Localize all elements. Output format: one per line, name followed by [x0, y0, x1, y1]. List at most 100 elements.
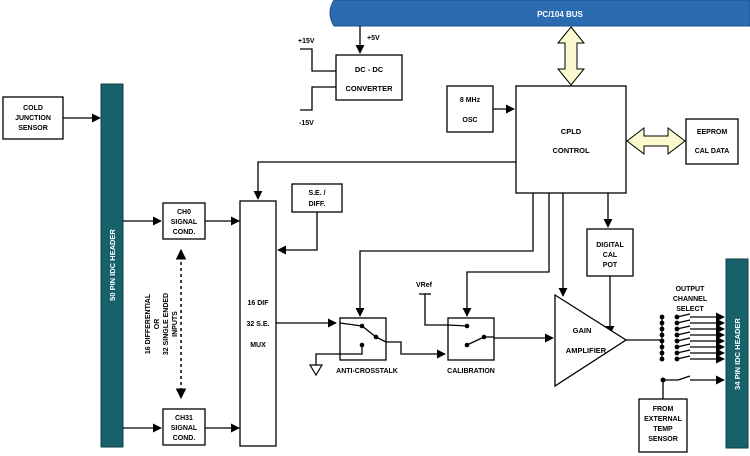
se-diff-line2: DIFF. — [309, 201, 326, 208]
ch31-line1: CH31 — [175, 415, 193, 422]
ocs-line2: CHANNEL — [673, 296, 708, 303]
vref-label: VRef — [416, 282, 433, 289]
cold-junction-sensor: COLD JUNCTION SENSOR — [2, 96, 64, 140]
inputs-line4: INPUTS — [172, 311, 179, 337]
cpld-to-calibration-arrow — [462, 193, 550, 317]
inputs-line3: 32 SINGLE ENDED — [163, 293, 170, 355]
header-50pin: 50 PIN IDC HEADER — [100, 83, 124, 448]
ocs-switch-arm — [676, 313, 691, 318]
ch0-line2: SIGNAL — [171, 219, 198, 226]
ocs-node — [659, 350, 665, 356]
digital-pot-line3: POT — [603, 262, 618, 269]
mux: 16 DIF 32 S.E. MUX — [239, 200, 277, 447]
bus-cpld-bidir-arrow — [556, 26, 586, 86]
cpld-to-mux-arrow — [253, 161, 516, 200]
osc-line1: 8 MHz — [460, 97, 481, 104]
ext-line3: TEMP — [653, 426, 673, 433]
ocs-line3: SELECT — [676, 306, 704, 313]
ocs-switch-matrix — [659, 312, 725, 385]
ch31-line3: COND. — [173, 435, 196, 442]
output-channel-select: OUTPUT CHANNEL SELECT — [659, 286, 725, 385]
cpld-to-anti-crosstalk-arrow — [355, 193, 534, 317]
se-diff-box: S.E. / DIFF. — [291, 183, 343, 213]
cold-junction-line3: SENSOR — [18, 125, 48, 132]
minus15v-label: -15V — [299, 120, 314, 127]
ocs-line1: OUTPUT — [676, 286, 706, 293]
external-sensor-line — [662, 379, 678, 399]
ocs-node — [659, 344, 665, 350]
ocs-switch-arm — [676, 355, 691, 360]
ch0-signal-cond: CH0 SIGNAL COND. — [162, 202, 206, 240]
inputs-description: 16 DIFFERENTIAL OR 32 SINGLE ENDED INPUT… — [145, 293, 179, 355]
calibration-switch: CALIBRATION — [447, 317, 495, 375]
plus5v-label: +5V — [367, 35, 380, 42]
ext-line1: FROM — [653, 406, 674, 413]
inputs-line1: 16 DIFFERENTIAL — [145, 293, 152, 354]
digital-pot-line1: DIGITAL — [596, 242, 624, 249]
anti-crosstalk-label: ANTI-CROSSTALK — [336, 368, 398, 375]
mux-line2: 32 S.E. — [247, 321, 270, 328]
ch0-line3: COND. — [173, 229, 196, 236]
ground-symbol — [308, 364, 324, 377]
digital-cal-pot: DIGITAL CAL POT — [586, 228, 634, 277]
gain-amplifier: GAIN AMPLIFIER — [554, 293, 628, 388]
anti-crosstalk-switch: ANTI-CROSSTALK — [336, 317, 398, 375]
eeprom-box: EEPROM CAL DATA — [685, 118, 739, 165]
dcdc-label-line2: CONVERTER — [345, 84, 393, 93]
cold-junction-line1: COLD — [23, 105, 43, 112]
ocs-switch-arm — [676, 337, 691, 342]
pc104-bus-label: PC/104 BUS — [537, 10, 583, 19]
osc-box: 8 MHz OSC — [446, 85, 494, 133]
plus5v-line: +5V — [355, 26, 380, 54]
dcdc-converter: DC - DC CONVERTER — [335, 54, 403, 101]
cold-junction-line2: JUNCTION — [15, 115, 51, 122]
osc-line2: OSC — [462, 117, 477, 124]
cpld-eeprom-bidir-arrow — [626, 126, 686, 156]
ch31-line2: SIGNAL — [171, 425, 198, 432]
external-sensor-node — [660, 377, 666, 383]
dcdc-label-line1: DC - DC — [355, 65, 384, 74]
ch0-line1: CH0 — [177, 209, 191, 216]
anti-crosstalk-to-calibration-arrow — [386, 341, 446, 359]
eeprom-line1: EEPROM — [697, 129, 728, 136]
inputs-line2: OR — [154, 319, 161, 330]
ocs-switch-arm — [677, 375, 691, 381]
ch31-signal-cond: CH31 SIGNAL COND. — [162, 408, 206, 446]
cpld-line2: CONTROL — [552, 146, 589, 155]
calibration-label: CALIBRATION — [447, 368, 495, 375]
ocs-node — [659, 338, 665, 344]
ocs-switch-arm — [676, 349, 691, 354]
digital-pot-line2: CAL — [603, 252, 618, 259]
header-50pin-label: 50 PIN IDC HEADER — [108, 229, 117, 301]
ocs-switch-arm — [676, 331, 691, 336]
header-34pin-label: 34 PIN IDC HEADER — [733, 318, 742, 390]
ocs-switch-arm — [676, 325, 691, 330]
ext-line2: EXTERNAL — [644, 416, 682, 423]
ocs-node — [659, 356, 665, 362]
ext-line4: SENSOR — [648, 436, 678, 443]
ocs-switch-arm — [676, 343, 691, 348]
plus15v-rail: +15V — [298, 38, 336, 72]
mux-line3: MUX — [250, 342, 266, 349]
minus15v-rail: -15V — [299, 86, 336, 127]
ocs-node — [659, 326, 665, 332]
mux-line1: 16 DIF — [247, 300, 269, 307]
vref: VRef — [416, 282, 448, 326]
plus15v-label: +15V — [298, 38, 315, 45]
ocs-node — [659, 320, 665, 326]
external-temp-sensor: FROM EXTERNAL TEMP SENSOR — [638, 398, 688, 453]
gain-line2: AMPLIFIER — [566, 346, 607, 355]
se-diff-line1: S.E. / — [308, 190, 325, 197]
gain-line1: GAIN — [573, 326, 592, 335]
ocs-switch-arm — [676, 319, 691, 324]
anti-crosstalk-ground-line — [315, 345, 363, 365]
pc104-bus: PC/104 BUS — [329, 0, 750, 27]
header-34pin: 34 PIN IDC HEADER — [725, 258, 749, 449]
eeprom-line2: CAL DATA — [695, 148, 730, 155]
ocs-node — [659, 314, 665, 320]
cpld-line1: CPLD — [561, 127, 582, 136]
ocs-node — [659, 332, 665, 338]
cpld-control: CPLD CONTROL — [515, 85, 627, 194]
se-diff-to-mux-arrow — [277, 212, 318, 255]
